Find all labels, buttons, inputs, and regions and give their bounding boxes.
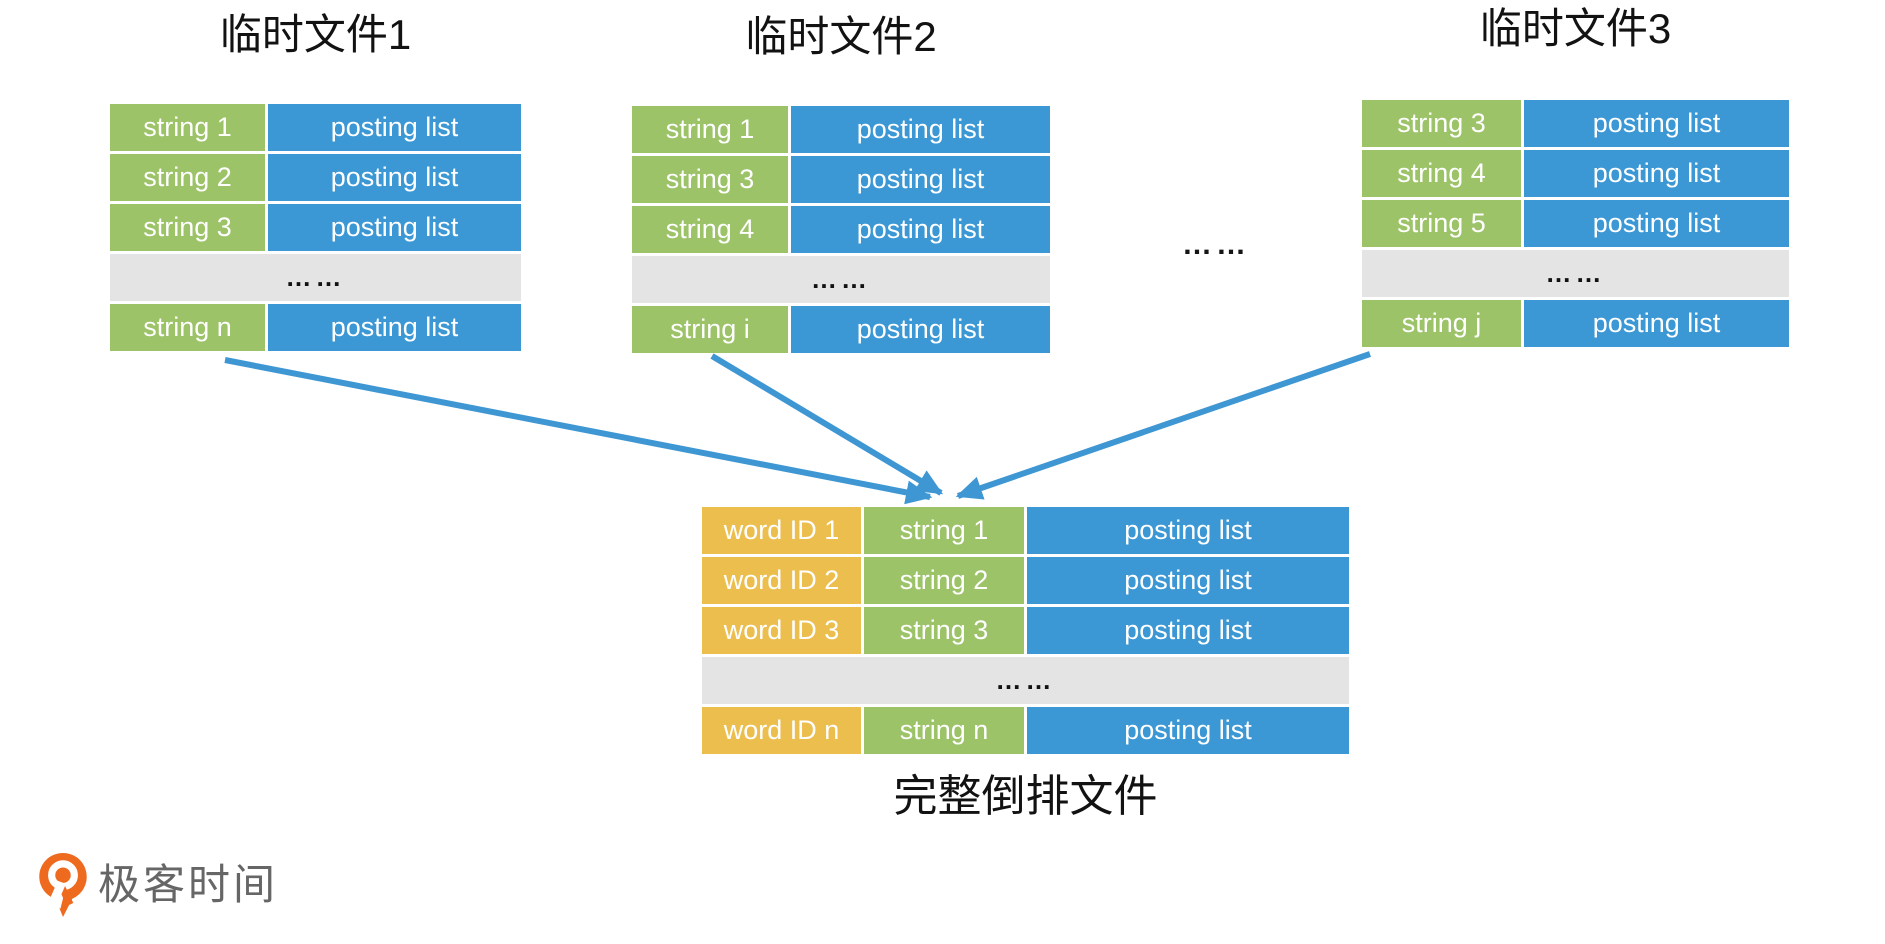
ellipsis-row: …… bbox=[110, 254, 521, 301]
string-cell: string 5 bbox=[1362, 200, 1521, 247]
string-cell: string 1 bbox=[110, 104, 265, 151]
posting-list-cell: posting list bbox=[268, 304, 521, 351]
string-cell: string 3 bbox=[864, 607, 1024, 654]
table-row: string 3 posting list bbox=[110, 204, 521, 251]
table-row: string n posting list bbox=[110, 304, 521, 351]
table-row: string 1 posting list bbox=[110, 104, 521, 151]
arrow-from-file2 bbox=[710, 353, 944, 496]
merged-table-caption: 完整倒排文件 bbox=[893, 772, 1158, 821]
arrow-from-file1 bbox=[224, 357, 933, 505]
arrow-from-file3 bbox=[955, 351, 1371, 500]
posting-list-cell: posting list bbox=[1524, 150, 1789, 197]
more-files-ellipsis: …… bbox=[1182, 228, 1250, 261]
posting-list-cell: posting list bbox=[1027, 607, 1349, 654]
table-row: string j posting list bbox=[1362, 300, 1789, 347]
string-cell: string 2 bbox=[110, 154, 265, 201]
merged-inverted-file-table: word ID 1 string 1 posting list word ID … bbox=[702, 507, 1349, 754]
temp-file-3-table: string 3 posting list string 4 posting l… bbox=[1362, 100, 1789, 347]
word-id-cell: word ID 3 bbox=[702, 607, 861, 654]
posting-list-cell: posting list bbox=[791, 206, 1050, 253]
table-row: string 3 posting list bbox=[1362, 100, 1789, 147]
temp-file-1-table: string 1 posting list string 2 posting l… bbox=[110, 104, 521, 351]
table-row: string 5 posting list bbox=[1362, 200, 1789, 247]
ellipsis-row: …… bbox=[702, 657, 1349, 704]
temp-file-2-table: string 1 posting list string 3 posting l… bbox=[632, 106, 1050, 353]
string-cell: string 2 bbox=[864, 557, 1024, 604]
geektime-logo-icon bbox=[39, 853, 87, 917]
table-row: word ID 3 string 3 posting list bbox=[702, 607, 1349, 654]
temp-file-1-title: 临时文件1 bbox=[219, 11, 412, 58]
posting-list-cell: posting list bbox=[791, 156, 1050, 203]
table-row: string 3 posting list bbox=[632, 156, 1050, 203]
posting-list-cell: posting list bbox=[791, 306, 1050, 353]
string-cell: string j bbox=[1362, 300, 1521, 347]
string-cell: string 1 bbox=[864, 507, 1024, 554]
table-row: string 4 posting list bbox=[1362, 150, 1789, 197]
string-cell: string 3 bbox=[1362, 100, 1521, 147]
posting-list-cell: posting list bbox=[1524, 300, 1789, 347]
table-row: string 4 posting list bbox=[632, 206, 1050, 253]
posting-list-cell: posting list bbox=[268, 104, 521, 151]
table-row: string i posting list bbox=[632, 306, 1050, 353]
string-cell: string n bbox=[864, 707, 1024, 754]
posting-list-cell: posting list bbox=[791, 106, 1050, 153]
posting-list-cell: posting list bbox=[1027, 557, 1349, 604]
posting-list-cell: posting list bbox=[1524, 100, 1789, 147]
string-cell: string 3 bbox=[632, 156, 788, 203]
geektime-logo-text: 极客时间 bbox=[98, 861, 279, 908]
posting-list-cell: posting list bbox=[1027, 507, 1349, 554]
table-row: word ID 2 string 2 posting list bbox=[702, 557, 1349, 604]
geektime-logo: 极客时间 bbox=[38, 852, 278, 918]
table-row: word ID 1 string 1 posting list bbox=[702, 507, 1349, 554]
posting-list-cell: posting list bbox=[1524, 200, 1789, 247]
temp-file-3-title: 临时文件3 bbox=[1479, 5, 1672, 52]
word-id-cell: word ID n bbox=[702, 707, 861, 754]
string-cell: string n bbox=[110, 304, 265, 351]
table-row: string 2 posting list bbox=[110, 154, 521, 201]
posting-list-cell: posting list bbox=[268, 204, 521, 251]
posting-list-cell: posting list bbox=[268, 154, 521, 201]
string-cell: string 4 bbox=[1362, 150, 1521, 197]
table-row: word ID n string n posting list bbox=[702, 707, 1349, 754]
ellipsis-row: …… bbox=[1362, 250, 1789, 297]
string-cell: string i bbox=[632, 306, 788, 353]
ellipsis-row: …… bbox=[632, 256, 1050, 303]
string-cell: string 1 bbox=[632, 106, 788, 153]
word-id-cell: word ID 2 bbox=[702, 557, 861, 604]
string-cell: string 4 bbox=[632, 206, 788, 253]
posting-list-cell: posting list bbox=[1027, 707, 1349, 754]
table-row: string 1 posting list bbox=[632, 106, 1050, 153]
string-cell: string 3 bbox=[110, 204, 265, 251]
word-id-cell: word ID 1 bbox=[702, 507, 861, 554]
temp-file-2-title: 临时文件2 bbox=[745, 13, 937, 60]
